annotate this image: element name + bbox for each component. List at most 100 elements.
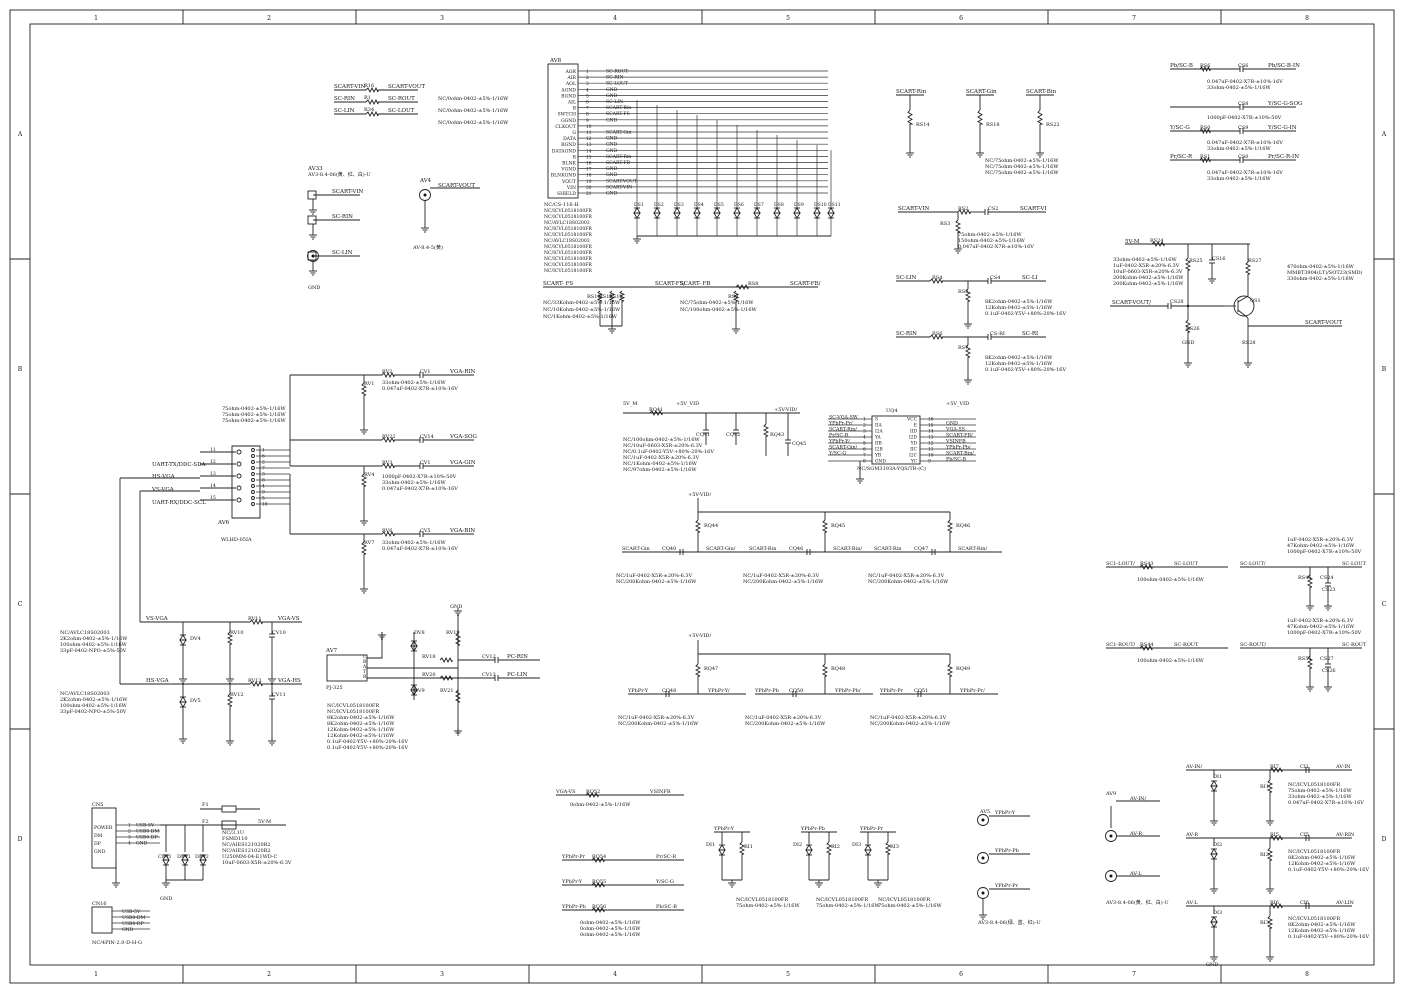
resistor-ref: RV21 bbox=[440, 688, 454, 694]
pin-name: YB bbox=[874, 454, 881, 459]
resistor-ref: RQ56 bbox=[592, 904, 606, 910]
zone-column-label: 8 bbox=[1305, 971, 1309, 978]
resistor-symbol bbox=[585, 791, 599, 799]
resistor-ref: RQ46 bbox=[956, 523, 970, 529]
tvs-ref: DS7 bbox=[754, 202, 764, 208]
capacitor-ref: CQ46 bbox=[789, 546, 803, 552]
resistor-symbol bbox=[1269, 902, 1283, 910]
part-value: NC/ICVL0518100FR bbox=[736, 897, 788, 903]
capacitor-ref: CQ51 bbox=[914, 688, 928, 694]
ground-label: GND bbox=[160, 896, 172, 902]
zone-column-label: 3 bbox=[440, 15, 444, 22]
connector-ref: AV33 bbox=[307, 166, 323, 172]
part-value: 8K2ohm-0402-±5%-1/16W bbox=[985, 355, 1053, 361]
scart-net-label: SCART-VOUT bbox=[606, 178, 638, 184]
rca-jack-icon bbox=[307, 250, 319, 262]
tvs-diode-symbol bbox=[179, 696, 187, 703]
part-value: 12Kohm-0402-±5%-1/16W bbox=[1288, 861, 1356, 867]
capacitor-ref: CS16 bbox=[1212, 256, 1226, 262]
tvs-value: NC/ICVL0518100FR bbox=[544, 214, 592, 220]
net-label: SCART-FS/ bbox=[655, 281, 685, 287]
zone-row-label: B bbox=[18, 366, 23, 373]
pin-number: 15 bbox=[210, 495, 216, 501]
net-label: YPbPr-Pb bbox=[754, 688, 779, 694]
part-value: 100ohm-0402-±5%-1/16W bbox=[60, 642, 128, 648]
tvs-diode-symbol bbox=[633, 212, 641, 219]
vga-pin bbox=[251, 448, 255, 452]
scart-net-label: GND bbox=[606, 142, 618, 148]
net-label: SC-LIN bbox=[896, 275, 917, 281]
net-label: SCART-VOUT/ bbox=[1112, 300, 1151, 306]
part-value: 100ohm-0402-±5%-1/16W bbox=[1137, 658, 1205, 664]
rca-jack-icon bbox=[423, 193, 427, 197]
tvs-value: NC/ICVL0518100FR bbox=[544, 268, 592, 274]
zone-column-label: 5 bbox=[786, 15, 790, 22]
net-label: SC-ROUT bbox=[1174, 642, 1199, 648]
connector-ref: AV9 bbox=[1105, 791, 1116, 797]
capacitor-ref: CQ47 bbox=[914, 546, 928, 552]
pin-number: R bbox=[363, 675, 367, 680]
net-label: AV-IN/ bbox=[1129, 796, 1147, 802]
net-label: AV-LIN bbox=[1335, 900, 1354, 906]
scart-pin-number: 10 bbox=[586, 125, 592, 130]
resistor-ref: RS4 bbox=[932, 275, 942, 281]
net-label: Pr/SC-R bbox=[1170, 154, 1193, 160]
diode-ref: DF42 bbox=[195, 854, 209, 860]
part-value: 200Kohm-0402-±5%-1/16W bbox=[1113, 275, 1184, 281]
scart-net-label: GND bbox=[606, 87, 618, 93]
net-label: AV-R bbox=[1129, 831, 1142, 837]
capacitor-ref: CS24 bbox=[1320, 575, 1334, 581]
resistor-symbol bbox=[360, 382, 368, 396]
pin-name: YD bbox=[910, 442, 918, 447]
net-label: VGA-VS bbox=[277, 616, 300, 622]
net-label: VSINFB bbox=[649, 789, 671, 795]
resistor-symbol bbox=[1269, 766, 1283, 774]
net-label: VSINFB bbox=[945, 439, 966, 445]
tvs-diode-symbol bbox=[653, 212, 661, 219]
part-value: 0.047uF-0402-X7R-±10%-16V bbox=[382, 386, 458, 392]
tvs-value: NC/ICVL0518100FR bbox=[544, 232, 592, 238]
part-value: NC/200Kohm-0402-±5%-1/16W bbox=[868, 579, 949, 585]
part-value: NC/75ohm-0402-±5%-1/16W bbox=[985, 158, 1059, 164]
part-value: NC/10uF-0603-X5R-±20%-6.3V bbox=[623, 443, 703, 449]
audio-jack-body bbox=[326, 654, 368, 682]
wire bbox=[1237, 309, 1249, 319]
part-value: NC/ICVL0518100FR bbox=[327, 709, 379, 715]
net-label: Pb/SC-B-IN bbox=[1268, 63, 1300, 69]
tvs-diode-symbol bbox=[1210, 780, 1218, 787]
zone-row-label: C bbox=[18, 601, 23, 608]
part-value: NC/1Kohm-0402-±5%-1/16W bbox=[543, 314, 618, 320]
resistor-ref: RS12 bbox=[609, 294, 623, 300]
resistor-symbol bbox=[964, 344, 972, 358]
net-label: SC-RI bbox=[1022, 331, 1038, 337]
tvs-diode-symbol bbox=[713, 212, 721, 219]
scart-pin-name: G bbox=[572, 130, 576, 136]
resistor-symbol bbox=[226, 693, 234, 707]
capacitor-ref: CS-RI bbox=[990, 331, 1005, 337]
resistor-symbol bbox=[360, 541, 368, 555]
part-value: NC/75ohm-0402-±5%-1/16W bbox=[985, 170, 1059, 176]
resistor-symbol bbox=[618, 290, 626, 302]
scart-net-label: SCART-Bin bbox=[606, 105, 631, 111]
resistor-symbol bbox=[1266, 915, 1274, 929]
net-label: SCART-VI bbox=[1020, 206, 1047, 212]
scart-pin-number: 12 bbox=[586, 137, 592, 142]
resistor-symbol bbox=[907, 109, 914, 125]
resistor-symbol bbox=[249, 680, 263, 688]
pin-name: IIA bbox=[875, 424, 882, 429]
part-value: 0.047uF-0402-X7R-±10%-16V bbox=[958, 244, 1034, 250]
pin-name: S bbox=[875, 418, 878, 423]
scart-net-label: SC-ROUT bbox=[606, 69, 629, 75]
part-value: NC/1uF-0402-X5R-±20%-6.3V bbox=[623, 455, 700, 461]
pin-number: 9 bbox=[928, 460, 931, 465]
pin-number: 3 bbox=[128, 836, 131, 841]
scart-pin-name: AOR bbox=[564, 69, 576, 75]
scart-pin-number: 1 bbox=[586, 70, 589, 75]
resistor-ref: RS8 bbox=[748, 281, 758, 287]
part-value: NC/ICVL0518100FR bbox=[1288, 782, 1340, 788]
resistor-symbol bbox=[1139, 644, 1153, 652]
resistor-ref: RV7 bbox=[364, 540, 374, 546]
part-value: 75ohm-0402-±5%-1/16W bbox=[222, 418, 286, 424]
resistor-symbol bbox=[591, 881, 605, 889]
part-value: 0.047uF-0402-X7R-±10%-16V bbox=[1207, 170, 1283, 176]
